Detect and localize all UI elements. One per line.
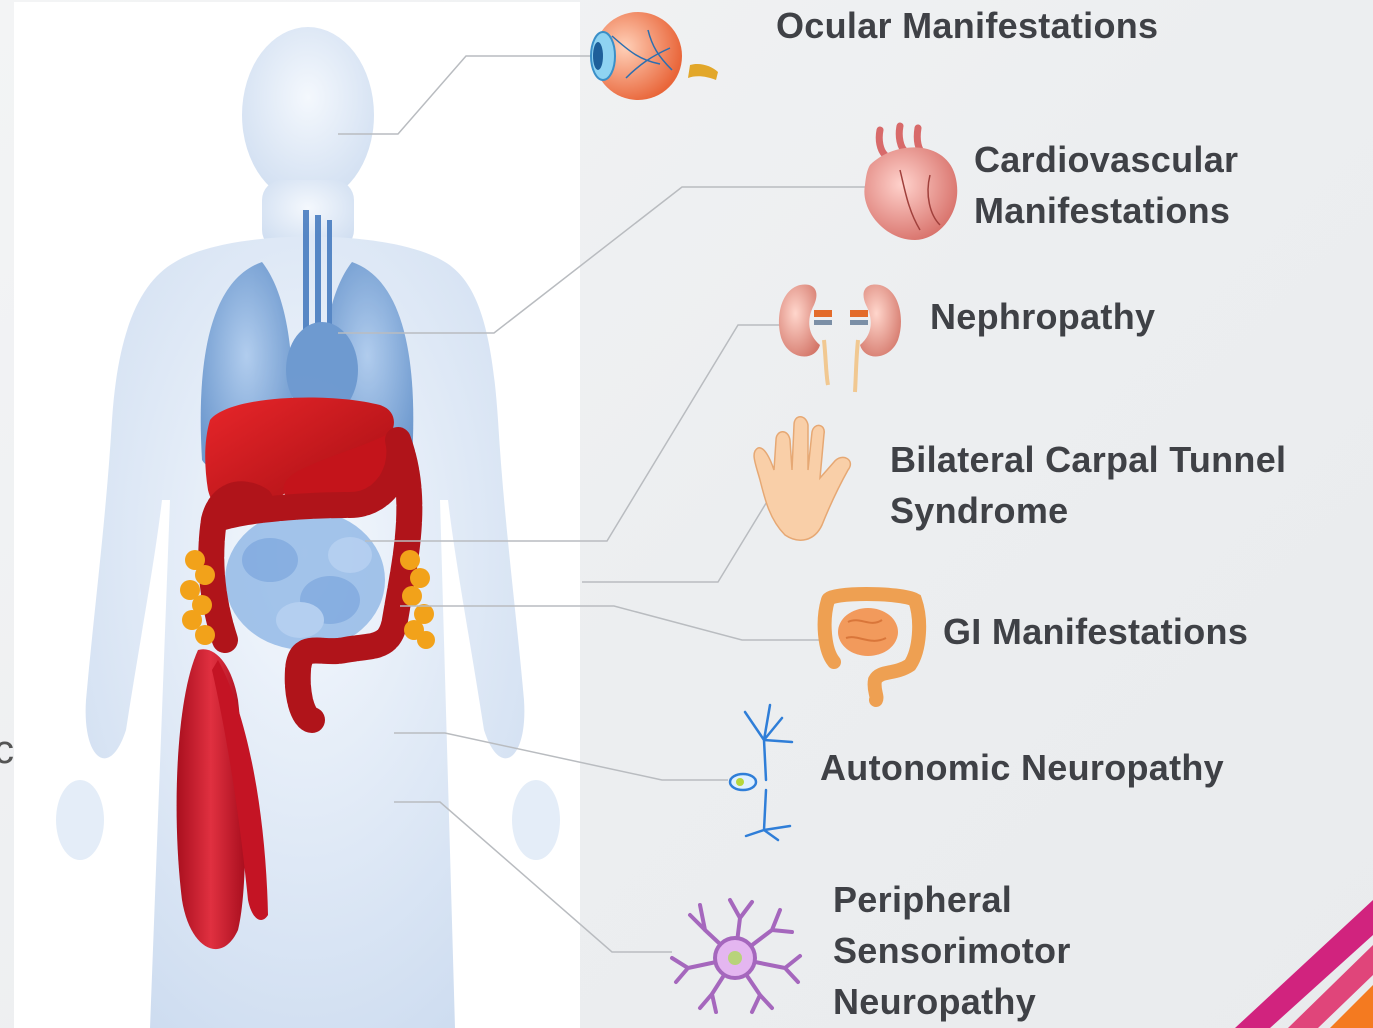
hand-icon [754,417,850,540]
kidneys-icon [779,284,901,392]
small-intestine [225,510,385,650]
peripheral-line-2: Sensorimotor [833,925,1071,976]
heart-icon [864,126,957,240]
nephropathy-label: Nephropathy [930,291,1155,342]
neuron-icon [730,705,792,840]
carpal-tunnel-label: Bilateral Carpal Tunnel Syndrome [890,434,1286,536]
carpal-line-1: Bilateral Carpal Tunnel [890,434,1286,485]
gi-manifestations-label: GI Manifestations [943,606,1248,657]
corner-accent-decoration [1235,900,1373,1028]
sensory-neuron-icon [672,900,800,1012]
cardiovascular-manifestations-label: Cardiovascular Manifestations [974,134,1238,236]
peripheral-line-3: Neuropathy [833,976,1071,1027]
carpal-line-2: Syndrome [890,485,1286,536]
ocular-manifestations-label: Ocular Manifestations [776,0,1158,51]
peripheral-line-1: Peripheral [833,874,1071,925]
cardio-line-2: Manifestations [974,185,1238,236]
cardio-line-1: Cardiovascular [974,134,1238,185]
intestine-icon [825,594,920,700]
peripheral-sensorimotor-neuropathy-label: Peripheral Sensorimotor Neuropathy [833,874,1071,1027]
autonomic-neuropathy-label: Autonomic Neuropathy [820,742,1224,793]
eye-icon [591,12,718,100]
